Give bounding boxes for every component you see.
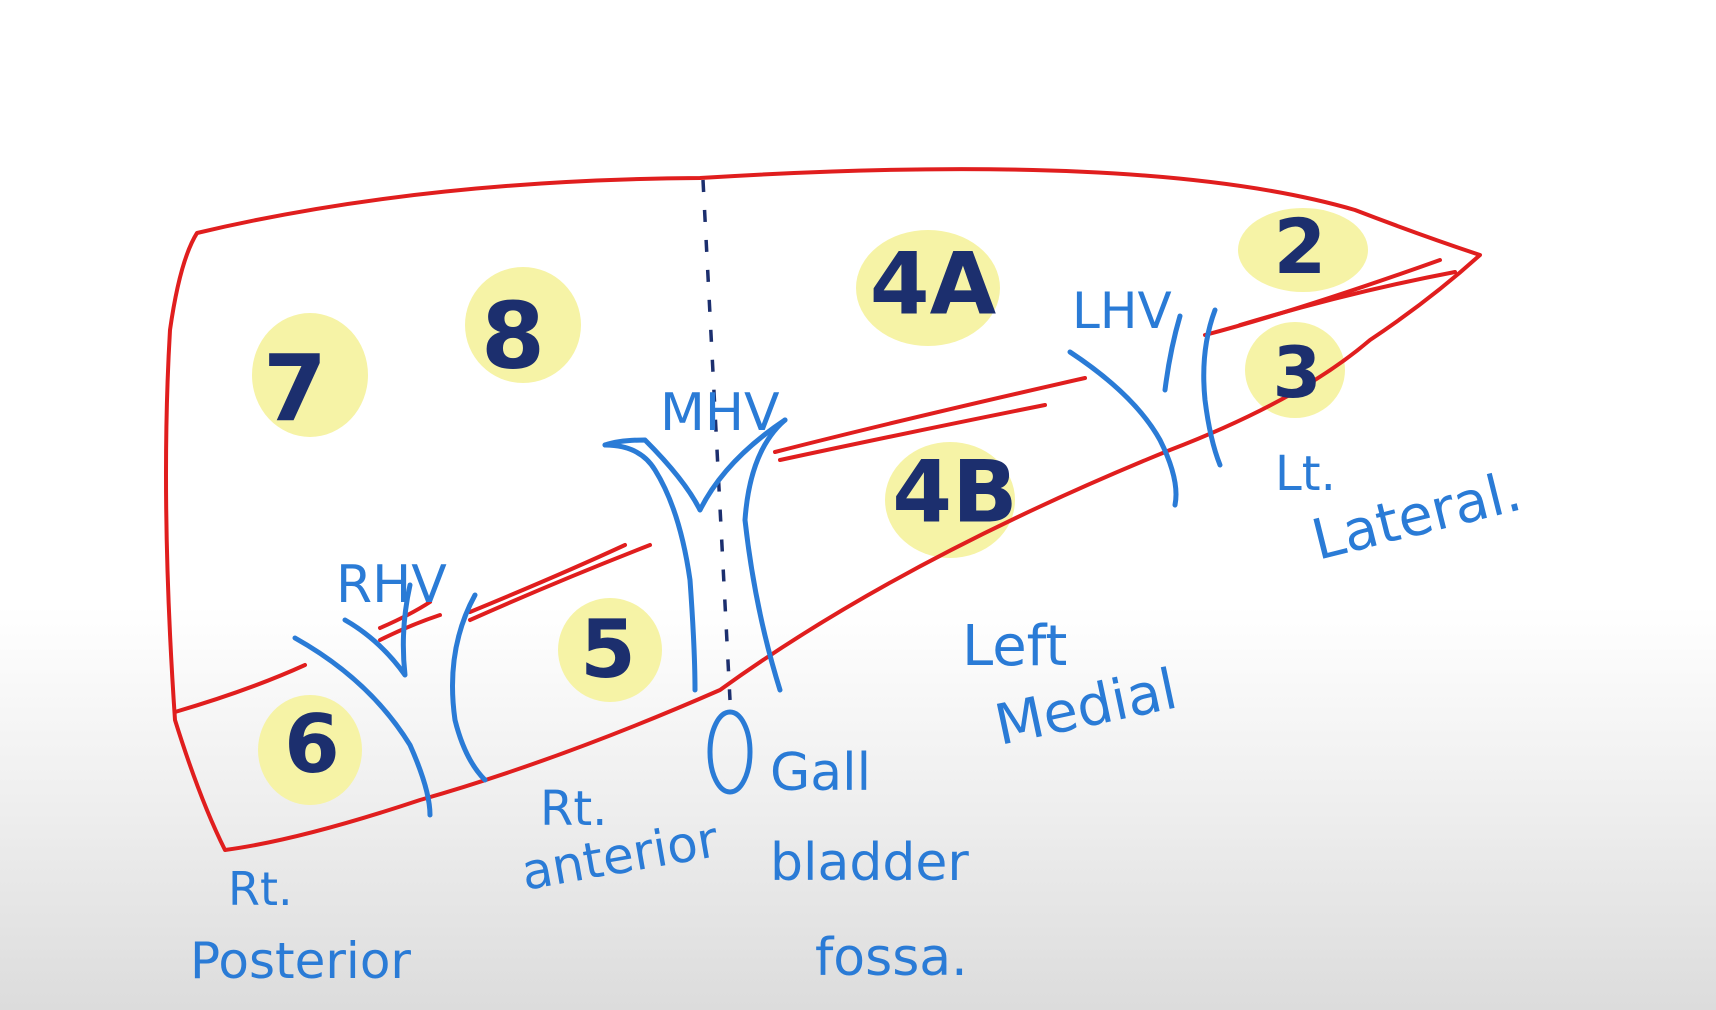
segment-6: 6 bbox=[284, 698, 340, 791]
mhv-label: MHV bbox=[660, 383, 780, 443]
lhv-vessel-mid bbox=[1162, 313, 1183, 393]
highlight-7 bbox=[252, 313, 368, 437]
rhv-vessel-left bbox=[292, 635, 433, 818]
vein-labels: RHV MHV LHV bbox=[336, 282, 1172, 615]
segment-7: 7 bbox=[263, 335, 327, 442]
rt-posterior-label-line2: Posterior bbox=[190, 932, 411, 990]
gall-bladder-fossa-marker bbox=[707, 709, 753, 795]
mhv-vessel-left bbox=[602, 442, 698, 693]
rt-anterior-label-line1: Rt. bbox=[540, 781, 607, 837]
highlight-4a bbox=[856, 230, 1000, 346]
liver-outer-border bbox=[164, 167, 1482, 852]
segment-8: 8 bbox=[481, 282, 545, 389]
highlight-8 bbox=[465, 267, 581, 383]
gall-bladder-label-line1: Gall bbox=[770, 743, 871, 803]
highlight-5 bbox=[558, 598, 662, 702]
segment-4a: 4A bbox=[870, 234, 997, 334]
mhv-vessel-top bbox=[602, 417, 788, 513]
rhv-vessel-mid bbox=[342, 582, 413, 678]
right-fissure-upper bbox=[468, 543, 627, 614]
lhv-vessel-right bbox=[1201, 307, 1223, 468]
highlight-6 bbox=[258, 695, 362, 805]
lt-lateral-label-line1: Lt. bbox=[1275, 446, 1336, 502]
segment-numbers: 7 8 4A 2 3 4B 5 6 bbox=[263, 202, 1326, 791]
segment-2: 2 bbox=[1274, 202, 1327, 291]
middle-fissure-upper bbox=[773, 376, 1087, 454]
rt-posterior-label-line1: Rt. bbox=[228, 862, 293, 916]
highlight-3 bbox=[1245, 322, 1345, 418]
highlight-4b bbox=[885, 442, 1015, 558]
right-fissure-lower bbox=[468, 543, 652, 622]
lhv-vessel-left bbox=[1067, 349, 1179, 508]
segment-highlights bbox=[252, 208, 1368, 805]
rhv-vessel-right bbox=[450, 592, 488, 783]
lt-lateral-label-line2: Lateral. bbox=[1306, 459, 1528, 574]
lt-lateral-fissure-2 bbox=[1238, 270, 1457, 327]
left-medial-label-line1: Left bbox=[962, 614, 1067, 679]
segment-5: 5 bbox=[580, 603, 636, 696]
liver-outline bbox=[164, 167, 1482, 852]
highlight-2 bbox=[1238, 208, 1368, 292]
gall-bladder-label-line2: bladder bbox=[770, 833, 969, 893]
rhv-label: RHV bbox=[336, 555, 447, 615]
middle-fissure-lower bbox=[778, 403, 1047, 462]
gall-bladder-label-line3: fossa. bbox=[815, 928, 968, 988]
segment-4b: 4B bbox=[892, 442, 1017, 542]
segment-3: 3 bbox=[1273, 332, 1322, 414]
lhv-label: LHV bbox=[1072, 282, 1172, 340]
hepatic-veins bbox=[292, 307, 1223, 818]
posterior-fissure bbox=[173, 663, 307, 714]
mhv-vessel-right bbox=[742, 417, 788, 693]
